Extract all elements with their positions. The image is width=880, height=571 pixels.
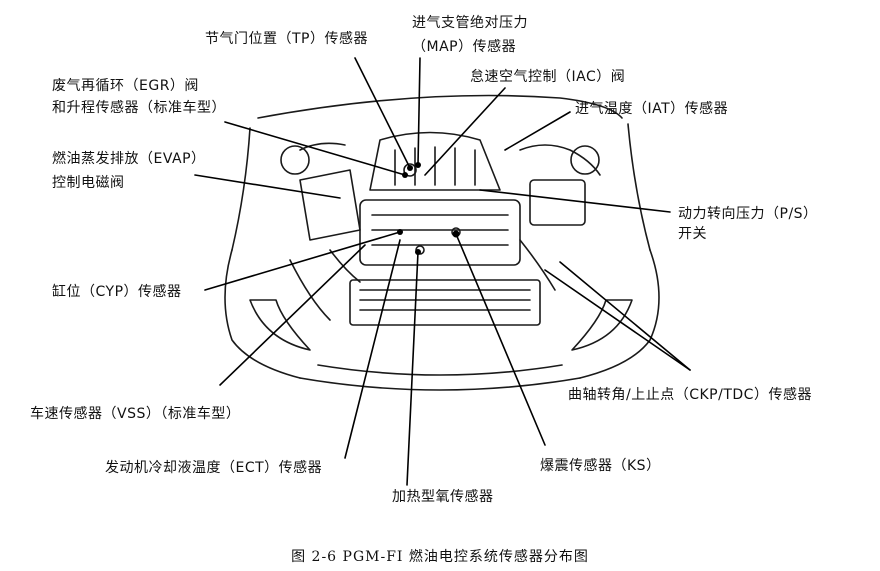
leader-map [417,57,421,166]
label-egr-valve-1: 废气再循环（EGR）阀 [52,78,199,94]
radiator [349,279,541,326]
leader-ckp-b [559,261,691,371]
leader-ps [479,189,671,213]
intake-manifold [369,131,501,191]
leader-o2 [406,251,419,486]
label-vss-sensor: 车速传感器（VSS）（标准车型） [30,406,241,422]
leader-vss [219,244,366,386]
leader-cyp [204,231,401,291]
left-strut-tower [280,145,310,175]
left-headlight [249,299,311,351]
label-map-sensor-2: （MAP）传感器 [412,39,517,55]
label-o2-sensor: 加热型氧传感器 [392,489,494,505]
engine-block [359,199,521,266]
label-iac-valve: 怠速空气控制（IAC）阀 [470,69,626,85]
battery [529,179,586,226]
label-iat-sensor: 进气温度（IAT）传感器 [575,101,729,117]
figure-caption: 图 2-6 PGM-FI 燃油电控系统传感器分布图 [291,549,589,565]
label-ect-sensor: 发动机冷却液温度（ECT）传感器 [105,460,323,476]
leader-iac [424,87,506,176]
label-knock-sensor: 爆震传感器（KS） [540,458,661,474]
hood-outline [257,94,623,119]
label-evap-valve-1: 燃油蒸发排放（EVAP） [52,151,206,167]
label-map-sensor-1: 进气支管绝对压力 [412,15,528,31]
label-ckp-tdc-sensor: 曲轴转角/上止点（CKP/TDC）传感器 [568,387,812,403]
label-egr-valve-2: 和升程传感器（标准车型） [52,100,226,116]
leader-iat [504,111,571,151]
leader-tp [354,57,411,169]
label-ps-switch-1: 动力转向压力（P/S） [678,206,818,222]
leader-ect [344,239,401,459]
leader-egr [224,121,406,176]
air-box [299,169,361,241]
label-cyp-sensor: 缸位（CYP）传感器 [52,284,182,300]
label-evap-valve-2: 控制电磁阀 [52,175,125,191]
leader-ks [455,233,546,446]
leader-evap [194,174,341,199]
body-outline [224,249,301,379]
leader-ckp-a [544,269,691,371]
label-tp-sensor: 节气门位置（TP）传感器 [205,31,368,47]
label-ps-switch-2: 开关 [678,226,707,242]
right-headlight [571,299,633,351]
right-strut-tower [570,145,600,175]
